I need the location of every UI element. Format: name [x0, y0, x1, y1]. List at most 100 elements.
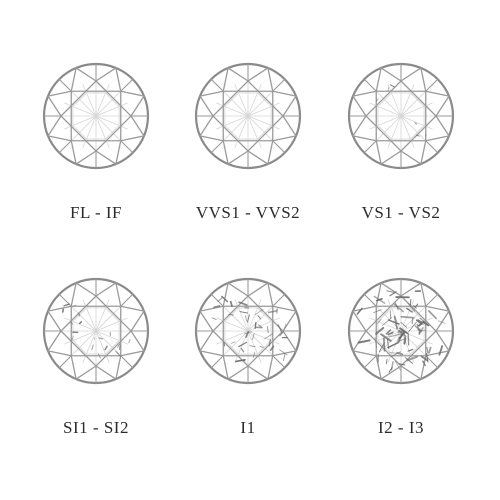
- diamond-icon: [194, 62, 302, 170]
- inclusion-mark: [406, 355, 418, 362]
- inclusion-mark: [231, 341, 236, 344]
- inclusion-mark: [393, 315, 398, 330]
- inclusion-mark: [399, 327, 408, 334]
- inclusion-mark: [396, 351, 404, 356]
- inclusion-mark: [252, 333, 255, 340]
- inclusion-mark: [417, 323, 425, 327]
- inclusion-mark: [385, 329, 392, 335]
- grade-cell-i2-i3: I2 - I3: [326, 276, 476, 476]
- inclusion-mark: [238, 341, 248, 348]
- inclusion-mark: [254, 308, 264, 315]
- inclusion-mark: [403, 335, 407, 345]
- inclusion-mark: [407, 348, 414, 352]
- grade-cell-vs1-vs2: VS1 - VS2: [326, 61, 476, 261]
- inclusion-mark: [438, 345, 444, 356]
- diamond-facets: [194, 277, 302, 385]
- table-lines: [213, 81, 283, 151]
- inclusion-mark: [239, 311, 249, 314]
- inclusions: [356, 290, 446, 373]
- inclusion-mark: [63, 303, 70, 307]
- inclusion-mark: [228, 314, 234, 316]
- inclusion-mark: [264, 333, 274, 340]
- diamond-icon: [347, 62, 455, 170]
- inclusion-mark: [375, 326, 385, 335]
- grade-label: VS1 - VS2: [361, 203, 441, 222]
- inclusion-mark: [117, 343, 121, 348]
- inclusion-mark: [408, 321, 417, 333]
- inclusion-mark: [257, 315, 262, 320]
- inclusion-mark: [387, 87, 389, 92]
- inclusion-mark: [393, 303, 404, 313]
- inclusion-mark: [411, 317, 414, 325]
- inclusion-mark: [269, 345, 275, 352]
- inclusion-mark: [223, 341, 226, 347]
- inclusion-mark: [388, 351, 397, 354]
- inclusion-mark: [211, 317, 217, 320]
- inclusion-mark: [266, 326, 269, 333]
- inclusion-mark: [284, 323, 287, 329]
- inclusions: [62, 303, 131, 359]
- inclusion-mark: [356, 307, 363, 315]
- inclusion-mark: [279, 349, 288, 356]
- inclusion-mark: [387, 331, 394, 336]
- grade-label: SI1 - SI2: [63, 418, 129, 437]
- inclusion-mark: [398, 331, 406, 340]
- inclusion-mark: [414, 325, 423, 333]
- inclusion-mark: [277, 324, 283, 333]
- grade-label: I1: [240, 418, 256, 437]
- diamond-icon: [42, 277, 150, 385]
- inclusion-mark: [70, 321, 74, 325]
- inclusion-mark: [77, 312, 81, 317]
- inclusion-mark: [388, 333, 402, 338]
- grade-cell-i1: I1: [173, 276, 323, 476]
- inclusion-mark: [72, 304, 77, 307]
- diamond-facets: [194, 62, 302, 170]
- inclusion-mark: [387, 341, 399, 349]
- inclusion-mark: [104, 345, 108, 351]
- inclusions: [375, 84, 427, 137]
- inclusion-mark: [245, 315, 248, 322]
- inclusion-mark: [426, 346, 429, 354]
- inclusion-mark: [71, 335, 74, 341]
- inclusion-mark: [427, 310, 437, 320]
- inclusion-mark: [397, 330, 404, 333]
- inclusion-mark: [247, 314, 250, 323]
- grade-label: I2 - I3: [378, 418, 424, 437]
- inclusion-mark: [373, 309, 382, 313]
- inclusion-mark: [382, 317, 393, 326]
- diamond-icon: [194, 277, 302, 385]
- table-lines: [61, 81, 131, 151]
- inclusion-mark: [377, 319, 382, 324]
- inclusion-mark: [378, 343, 385, 353]
- inclusion-mark: [406, 307, 413, 313]
- diamond-facets: [42, 277, 150, 385]
- inclusion-mark: [374, 337, 377, 349]
- inclusion-mark: [416, 134, 420, 137]
- inclusion-mark: [422, 360, 426, 367]
- diamond-icon: [42, 62, 150, 170]
- diamond-facets: [42, 62, 150, 170]
- inclusion-mark: [415, 319, 422, 324]
- inclusion-mark: [412, 305, 418, 309]
- inclusion-mark: [387, 319, 400, 325]
- diamond-facets: [347, 62, 455, 170]
- inclusion-mark: [213, 305, 221, 308]
- diamond-facets: [347, 277, 455, 385]
- inclusion-mark: [118, 345, 121, 351]
- inclusion-mark: [400, 321, 408, 328]
- inclusion-mark: [252, 351, 256, 358]
- inclusion-mark: [394, 360, 401, 371]
- inclusion-mark: [97, 353, 101, 359]
- inclusion-mark: [386, 338, 390, 350]
- grade-label: VVS1 - VVS2: [195, 203, 301, 222]
- inclusion-mark: [283, 353, 286, 361]
- inclusion-mark: [357, 339, 371, 344]
- inclusion-mark: [417, 319, 424, 323]
- inclusion-mark: [385, 358, 388, 365]
- inclusion-mark: [380, 333, 392, 342]
- inclusion-mark: [414, 122, 418, 125]
- inclusion-mark: [388, 367, 393, 373]
- inclusion-mark: [98, 337, 104, 340]
- grade-label: FL - IF: [70, 203, 122, 222]
- inclusion-mark: [267, 309, 278, 314]
